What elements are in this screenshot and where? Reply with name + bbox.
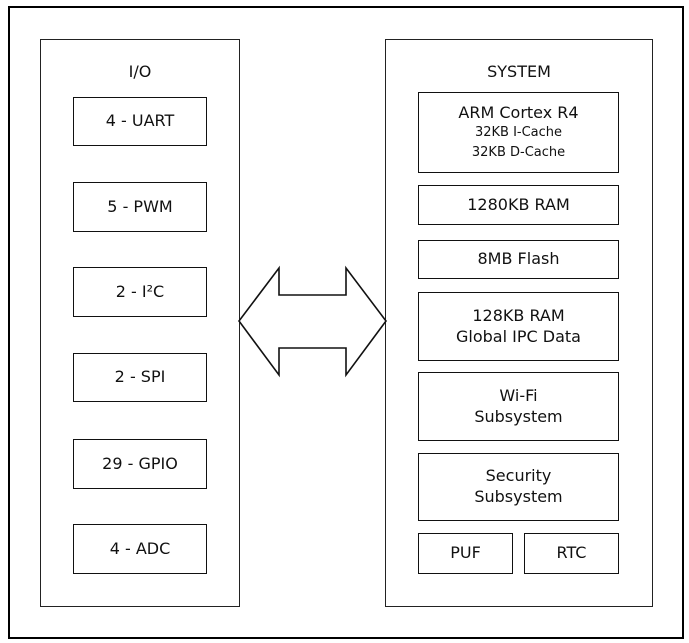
io-block-pwm: 5 - PWM — [73, 182, 207, 232]
io-block-adc: 4 - ADC — [73, 524, 207, 574]
io-block-spi: 2 - SPI — [73, 353, 207, 402]
io-block-label: 2 - SPI — [114, 367, 166, 387]
ipc-ram-block: 128KB RAM Global IPC Data — [418, 292, 619, 361]
rtc-block: RTC — [524, 533, 619, 574]
ipc-line2: Global IPC Data — [456, 326, 581, 346]
ram-label: 1280KB RAM — [467, 194, 570, 214]
flash-label: 8MB Flash — [477, 249, 560, 269]
security-line2: Subsystem — [474, 487, 563, 506]
io-block-label: 4 - UART — [105, 111, 175, 131]
cpu-name: ARM Cortex R4 — [458, 102, 579, 122]
io-block-label: 5 - PWM — [107, 196, 173, 216]
io-block-uart: 4 - UART — [73, 97, 207, 146]
security-line1: Security — [485, 466, 552, 486]
ipc-line1: 128KB RAM — [472, 305, 565, 325]
flash-block: 8MB Flash — [418, 240, 619, 279]
wifi-line2: Subsystem — [474, 406, 563, 426]
io-block-gpio: 29 - GPIO — [73, 439, 207, 489]
rtc-label: RTC — [556, 543, 587, 563]
ram-block: 1280KB RAM — [418, 185, 619, 225]
io-title: I/O — [128, 62, 152, 81]
diagram-frame — [8, 6, 684, 639]
cpu-block: ARM Cortex R4 32KB I-Cache 32KB D-Cache — [418, 92, 619, 173]
system-title: SYSTEM — [487, 62, 551, 81]
io-block-label: 2 - I²C — [115, 281, 165, 301]
io-block-i2c: 2 - I²C — [73, 267, 207, 317]
io-block-label: 4 - ADC — [109, 538, 171, 558]
wifi-line1: Wi-Fi — [499, 385, 538, 405]
cpu-dcache: 32KB D-Cache — [471, 144, 566, 160]
arrow-shape — [238, 265, 387, 378]
cpu-icache: 32KB I-Cache — [474, 125, 563, 141]
security-block: Security Subsystem — [418, 453, 619, 521]
puf-label: PUF — [450, 543, 481, 563]
puf-block: PUF — [418, 533, 513, 574]
io-block-label: 29 - GPIO — [102, 453, 178, 473]
wifi-block: Wi-Fi Subsystem — [418, 372, 619, 441]
